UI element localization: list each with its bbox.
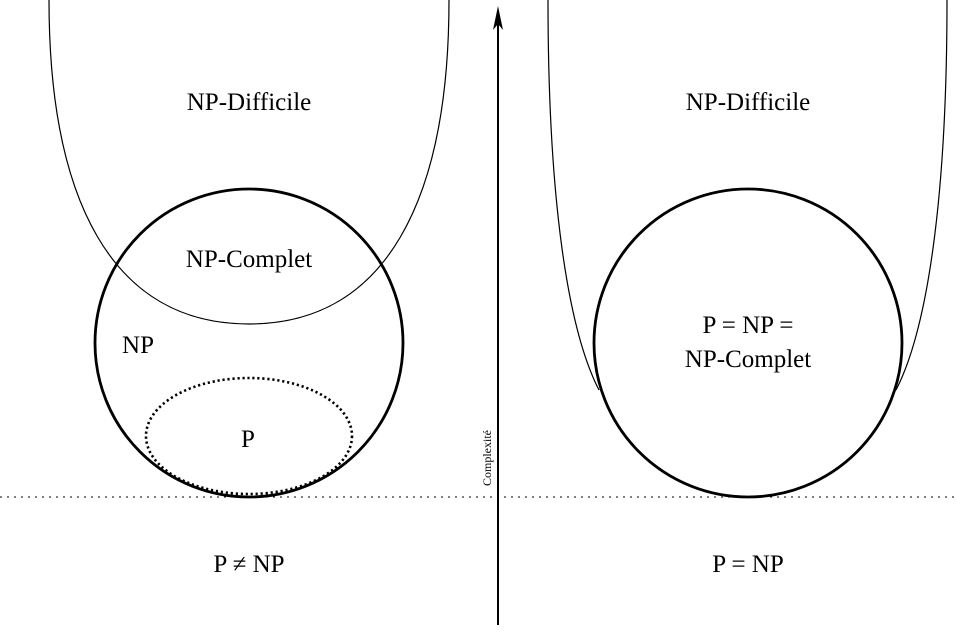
left-np-complete-label: NP-Complet xyxy=(186,246,312,273)
right-np-hard-region xyxy=(547,0,948,391)
complexity-axis-label: Complexité xyxy=(480,430,494,486)
left-np-circle xyxy=(93,187,405,499)
right-merged-label-line1: P = NP = xyxy=(703,312,794,339)
right-merged-label-line2: NP-Complet xyxy=(685,346,811,373)
right-merged-circle xyxy=(592,187,904,499)
right-caption: P = NP xyxy=(712,551,784,578)
left-np-hard-label: NP-Difficile xyxy=(187,89,312,116)
left-p-ellipse-dotted xyxy=(144,376,354,496)
left-p-label: P xyxy=(241,426,255,453)
complexity-axis-arrowhead xyxy=(493,6,503,30)
right-np-hard-label: NP-Difficile xyxy=(686,89,811,116)
left-caption: P ≠ NP xyxy=(213,551,284,578)
left-np-hard-region xyxy=(48,0,450,325)
left-np-label: NP xyxy=(122,332,154,359)
